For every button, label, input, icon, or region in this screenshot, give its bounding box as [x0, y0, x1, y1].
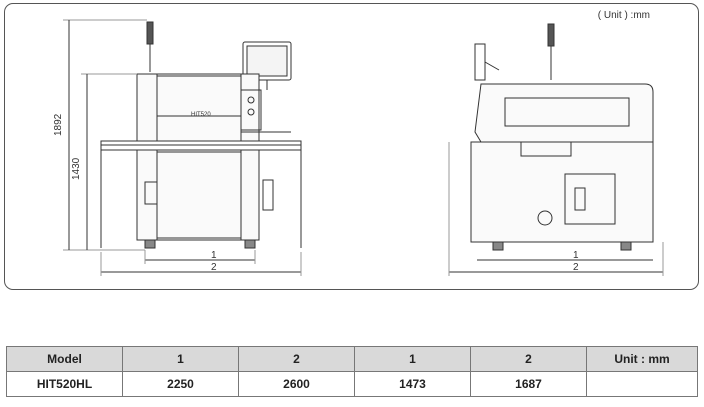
header-dim-4: 2 — [470, 346, 587, 372]
header-model: Model — [6, 346, 123, 372]
dim-overall-height-label: 1892 — [53, 113, 64, 136]
header-dim-2: 2 — [238, 346, 355, 372]
cell-model: HIT520HL — [6, 371, 123, 397]
front-view — [63, 19, 302, 276]
front-dim-1-label: 1 — [211, 250, 217, 261]
machine-drawing: 1892 1430 HIT520 1 2 1 2 — [53, 19, 664, 276]
header-dim-3: 1 — [354, 346, 471, 372]
cell-dim-2: 2600 — [238, 371, 355, 397]
front-dim-2-label: 2 — [211, 262, 217, 273]
spec-table-row: HIT520HL 2250 2600 1473 1687 — [6, 371, 698, 397]
cell-dim-4: 1687 — [470, 371, 587, 397]
cell-unit — [586, 371, 698, 397]
spec-table-header-row: Model 1 2 1 2 Unit : mm — [6, 346, 698, 372]
side-view — [448, 23, 664, 276]
side-dim-1-label: 1 — [573, 250, 579, 261]
dim-body-height-label: 1430 — [71, 157, 82, 180]
spec-table: Model 1 2 1 2 Unit : mm HIT520HL 2250 26… — [6, 346, 698, 397]
cell-dim-1: 2250 — [122, 371, 239, 397]
header-unit: Unit : mm — [586, 346, 698, 372]
drawing-panel: ( Unit ) :mm — [4, 3, 699, 290]
cell-dim-3: 1473 — [354, 371, 471, 397]
side-dim-2-label: 2 — [573, 262, 579, 273]
header-dim-1: 1 — [122, 346, 239, 372]
model-plate-label: HIT520 — [191, 112, 211, 118]
unit-note: ( Unit ) :mm — [597, 10, 650, 21]
